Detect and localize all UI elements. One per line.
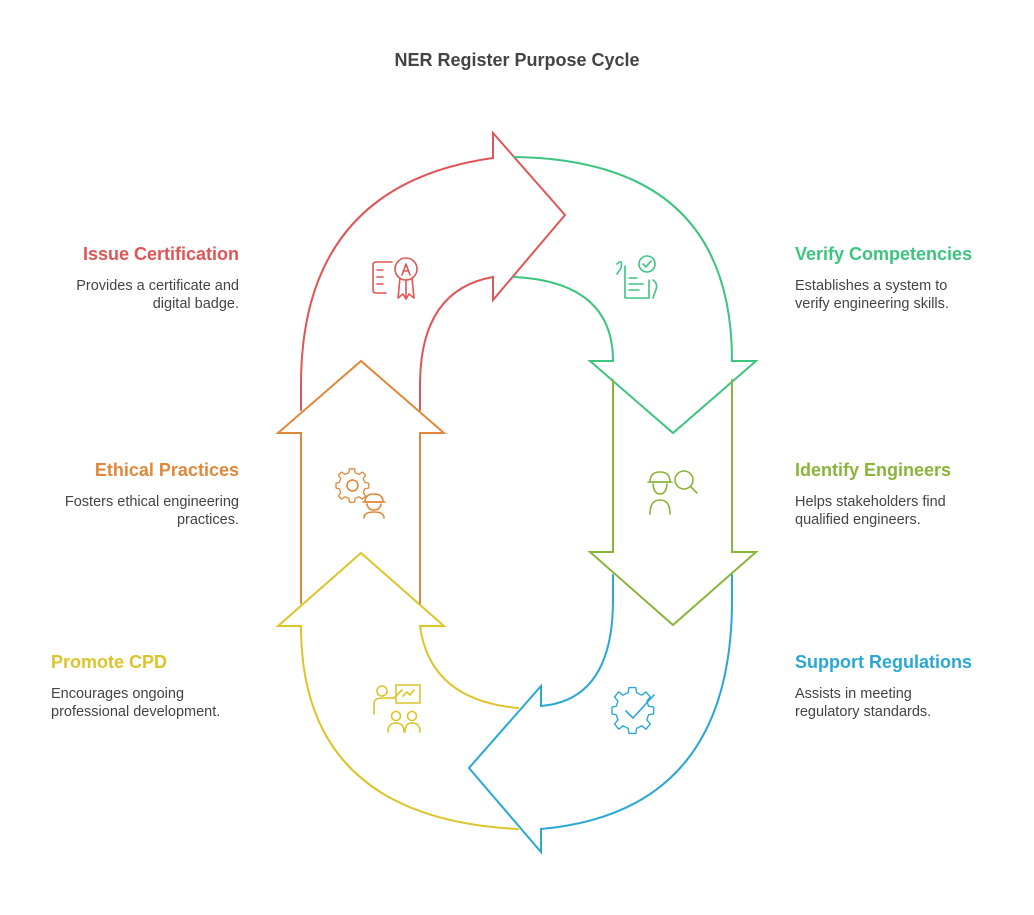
stage-ethical-practices: Ethical Practices Fosters ethical engine… xyxy=(0,459,239,529)
stage-description-line: Helps stakeholders find xyxy=(795,494,946,510)
diagram-title: NER Register Purpose Cycle xyxy=(394,50,640,70)
stage-identify-engineers: Identify Engineers Helps stakeholders fi… xyxy=(795,459,1034,529)
presentation-icon xyxy=(373,684,421,733)
stage-description: Establishes a system to verify engineeri… xyxy=(795,277,1034,313)
stage-description: Helps stakeholders find qualified engine… xyxy=(795,493,1034,529)
stage-description-line: practices. xyxy=(176,512,239,528)
arrow-identify xyxy=(587,379,759,627)
stage-heading: Promote CPD xyxy=(51,652,168,672)
stage-heading: Verify Competencies xyxy=(795,244,973,264)
stage-support-regulations: Support Regulations Assists in meeting r… xyxy=(795,651,1034,721)
stage-description-line: Provides a certificate and xyxy=(76,278,239,294)
stage-heading: Ethical Practices xyxy=(94,460,239,480)
stage-promote-cpd: Promote CPD Encourages ongoing professio… xyxy=(51,651,351,721)
engineer-search-icon xyxy=(647,470,698,515)
arrow-verify xyxy=(513,156,759,435)
stage-description-line: Establishes a system to xyxy=(795,278,948,294)
gear-check-icon xyxy=(611,686,655,735)
stage-description-line: verify engineering skills. xyxy=(795,296,949,312)
stage-description: Provides a certificate and digital badge… xyxy=(0,277,239,313)
stage-verify-competencies: Verify Competencies Establishes a system… xyxy=(795,243,1034,313)
stage-description-line: digital badge. xyxy=(152,296,239,312)
stage-description: Fosters ethical engineering practices. xyxy=(0,493,239,529)
arrow-promote xyxy=(275,551,519,830)
stage-description-line: Fosters ethical engineering xyxy=(64,494,239,510)
stage-heading: Identify Engineers xyxy=(795,460,952,480)
stage-heading: Support Regulations xyxy=(795,652,972,672)
certificate-icon xyxy=(372,257,418,300)
arrow-issue xyxy=(300,130,567,411)
arrow-support xyxy=(467,574,733,855)
arrow-ethical xyxy=(275,359,447,604)
stage-issue-certification: Issue Certification Provides a certifica… xyxy=(0,243,239,313)
stage-description-line: Assists in meeting xyxy=(795,686,912,702)
stage-description-line: Encourages ongoing xyxy=(51,686,185,702)
stage-description-line: qualified engineers. xyxy=(795,512,921,528)
stage-heading: Issue Certification xyxy=(82,244,239,264)
stage-description: Assists in meeting regulatory standards. xyxy=(795,685,1034,721)
gear-engineer-icon xyxy=(335,468,386,519)
checklist-icon xyxy=(616,255,658,299)
stage-description-line: professional development. xyxy=(51,704,221,720)
stage-description: Encourages ongoing professional developm… xyxy=(51,685,351,721)
stage-description-line: regulatory standards. xyxy=(795,704,932,720)
